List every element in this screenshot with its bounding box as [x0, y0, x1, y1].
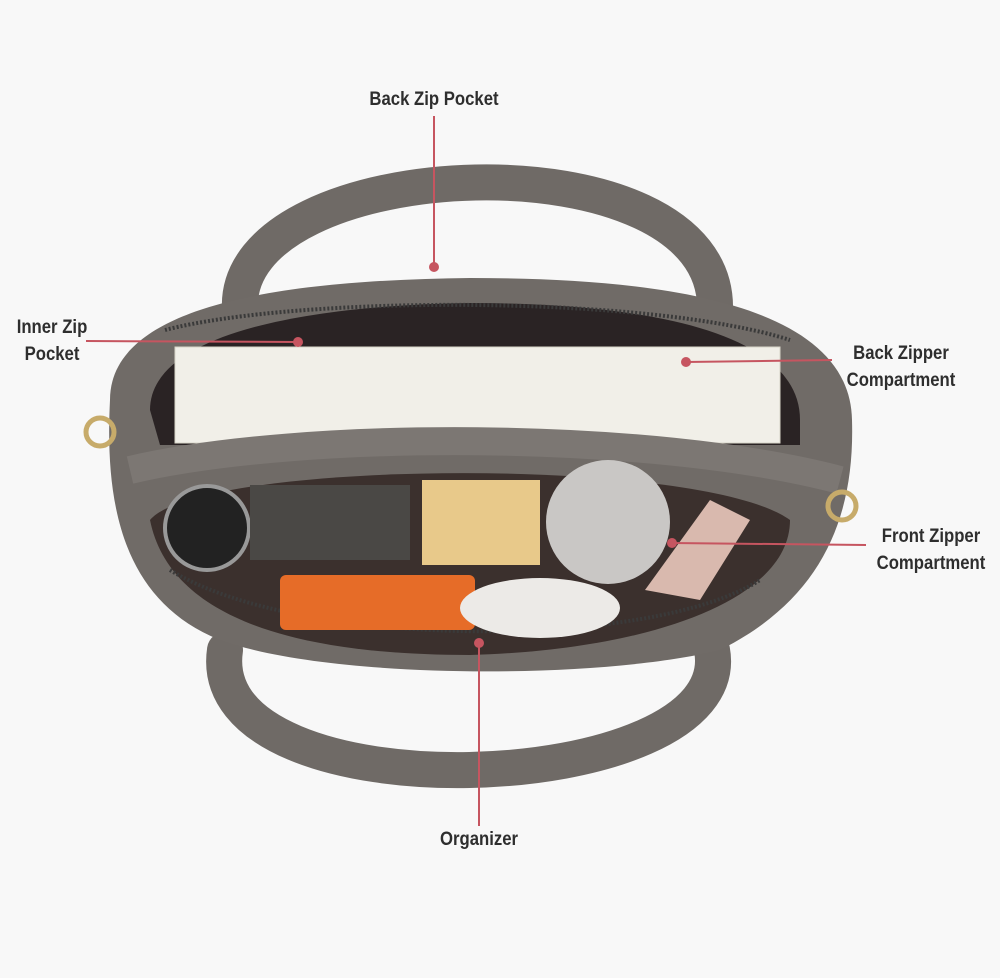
label-line: Front Zipper — [881, 526, 981, 547]
label-line: Back Zipper — [853, 343, 949, 364]
label-inner-zip-pocket: Inner Zip Pocket — [6, 314, 98, 368]
label-line: Inner Zip — [16, 317, 88, 338]
label-front-zipper-compartment: Front Zipper Compartment — [867, 523, 995, 577]
label-line: Compartment — [876, 553, 986, 574]
leader-back-zipper-compartment — [685, 359, 833, 363]
orange-pouch — [280, 575, 475, 630]
label-back-zipper-compartment: Back Zipper Compartment — [837, 340, 965, 394]
white-pouch — [460, 578, 620, 638]
bottle-item — [163, 484, 251, 572]
grey-ball — [546, 460, 670, 584]
leader-inner-zip-pocket — [85, 340, 299, 343]
cream-box — [422, 480, 540, 565]
leader-front-zipper-compartment — [671, 542, 867, 546]
label-back-zip-pocket: Back Zip Pocket — [369, 89, 499, 110]
top-handle — [221, 164, 734, 328]
bottom-handle — [206, 632, 731, 788]
label-line: Compartment — [846, 370, 956, 391]
label-organizer: Organizer — [439, 829, 519, 850]
label-line: Pocket — [24, 344, 80, 365]
